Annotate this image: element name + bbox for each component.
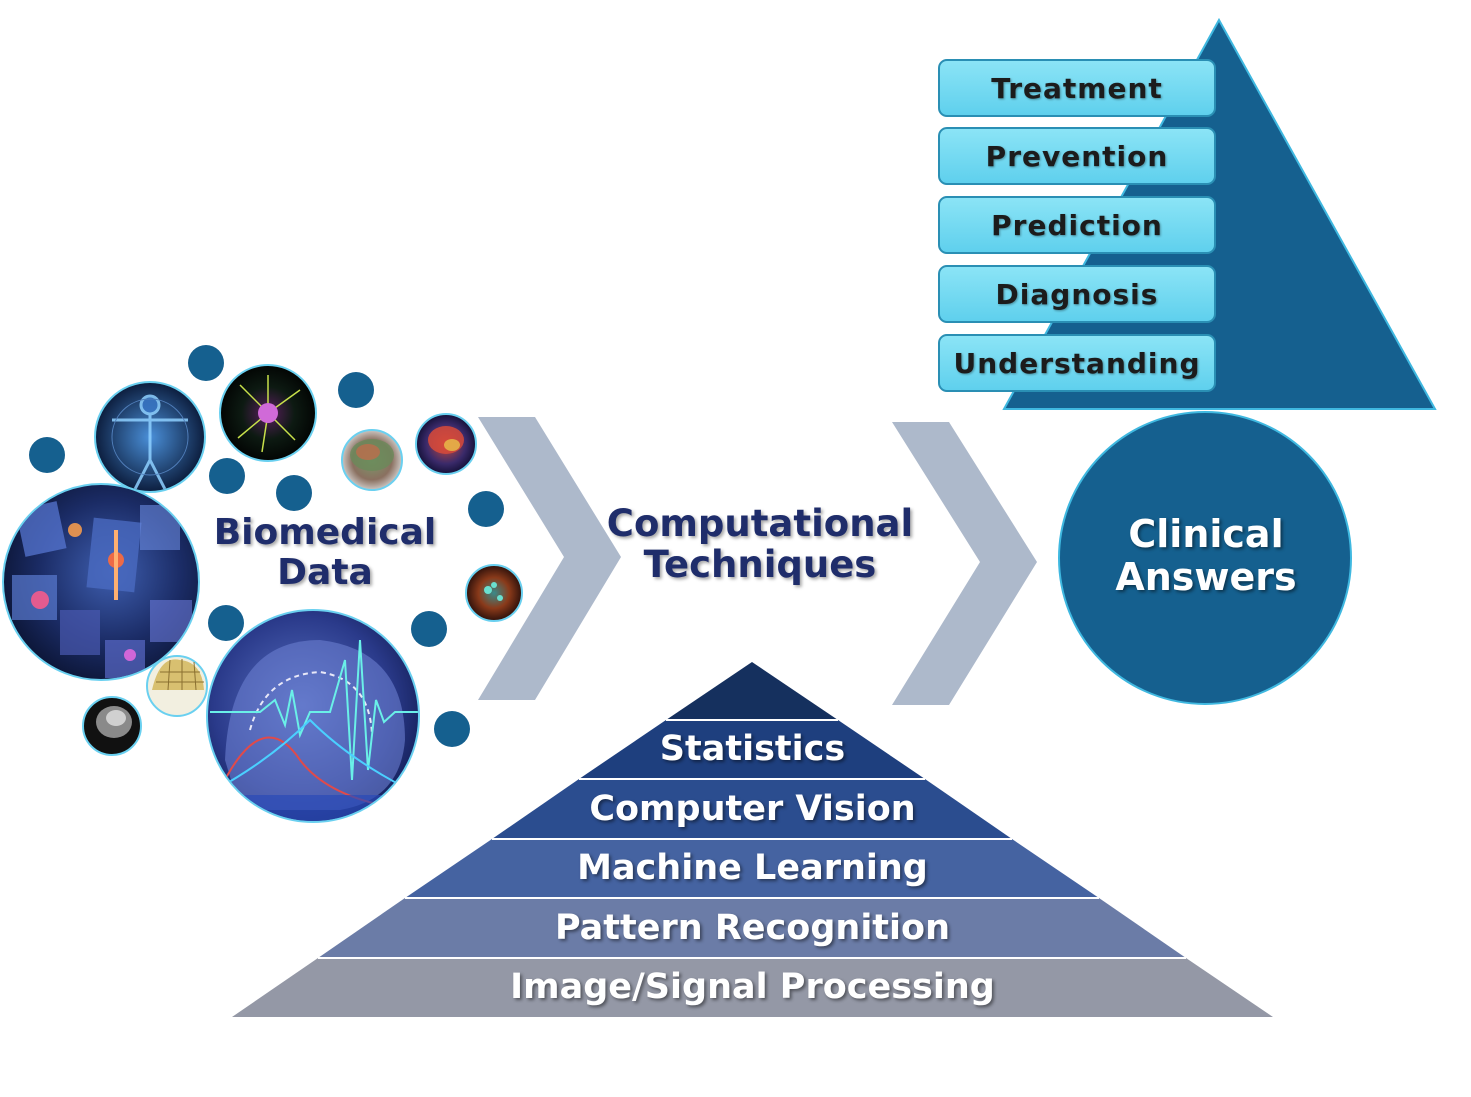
biomedical-data-label-line2: Data xyxy=(277,552,373,594)
chevron-arrow-1 xyxy=(478,417,621,700)
clinical-answers-label-line1: Clinical xyxy=(1128,512,1284,556)
dot xyxy=(276,475,312,511)
cell-image xyxy=(465,564,523,622)
step-box-prediction: Prediction xyxy=(938,196,1216,254)
neuron-image xyxy=(219,364,317,462)
biomedical-data-label: Biomedical Data xyxy=(195,512,455,594)
step-box-understanding: Understanding xyxy=(938,334,1216,392)
dot xyxy=(29,437,65,473)
clinical-answers-label: Clinical Answers xyxy=(1075,513,1337,598)
dot xyxy=(434,711,470,747)
computational-techniques-label-line2: Techniques xyxy=(643,543,877,587)
clinical-answers-circle xyxy=(1058,411,1352,705)
chevron-arrow-2 xyxy=(892,422,1037,705)
step-box-prevention: Prevention xyxy=(938,127,1216,185)
step-label: Understanding xyxy=(953,346,1201,380)
brain-scan-image xyxy=(415,413,477,475)
decorative-dots xyxy=(29,345,504,747)
biomedical-data-label-line1: Biomedical xyxy=(213,512,437,553)
brain-tractography-image xyxy=(341,429,403,491)
dot xyxy=(338,372,374,408)
pyramid-label-statistics: Statistics xyxy=(659,729,846,769)
clinical-answers-label-line2: Answers xyxy=(1115,554,1297,599)
mri-head-image xyxy=(82,696,142,756)
computational-techniques-label: Computational Techniques xyxy=(590,503,930,586)
dot xyxy=(188,345,224,381)
pyramid-level-image-signal-processing xyxy=(232,958,1273,1017)
pyramid-level-pattern-recognition xyxy=(318,898,1186,958)
pyramid-level-statistics xyxy=(579,720,925,779)
skeleton-collage-image xyxy=(2,483,200,681)
pyramid-tip xyxy=(666,662,838,720)
human-body-image xyxy=(94,381,206,493)
pyramid-level-computer-vision xyxy=(492,779,1012,839)
step-box-treatment: Treatment xyxy=(938,59,1216,117)
step-box-diagnosis: Diagnosis xyxy=(938,265,1216,323)
pyramid-label-image-signal-processing: Image/Signal Processing xyxy=(510,967,995,1007)
technique-pyramid xyxy=(232,662,1273,1017)
dot xyxy=(209,458,245,494)
computational-techniques-label-line1: Computational xyxy=(606,502,914,545)
dot xyxy=(411,611,447,647)
pyramid-level-machine-learning xyxy=(405,839,1099,898)
pyramid-label-machine-learning: Machine Learning xyxy=(577,848,928,888)
pyramid-label-computer-vision: Computer Vision xyxy=(589,789,916,829)
step-label: Prediction xyxy=(991,208,1163,242)
dot xyxy=(468,491,504,527)
pyramid-label-pattern-recognition: Pattern Recognition xyxy=(554,908,951,948)
dot xyxy=(208,605,244,641)
step-label: Diagnosis xyxy=(995,277,1159,311)
step-label: Prevention xyxy=(985,139,1169,173)
eeg-cap-image xyxy=(146,655,208,717)
step-label: Treatment xyxy=(991,71,1163,105)
